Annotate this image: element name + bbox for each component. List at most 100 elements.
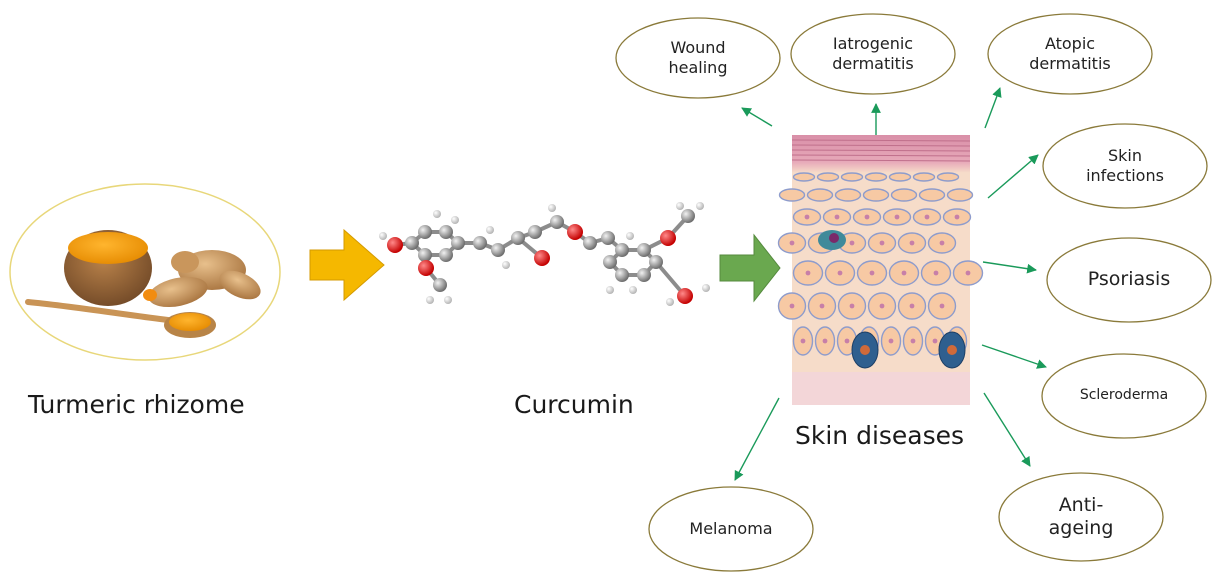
skin-cell xyxy=(888,172,912,182)
skin-cells xyxy=(777,139,984,369)
skin-cell-nucleus xyxy=(910,338,916,344)
molecule-carbon xyxy=(528,225,542,239)
connector-wound-healing xyxy=(741,107,773,127)
skin-melanocyte-nucleus xyxy=(860,345,870,355)
skin-cell-nucleus xyxy=(849,303,855,309)
skin-cell xyxy=(778,188,806,202)
connector-melanoma xyxy=(734,397,780,481)
molecule-oxygen xyxy=(567,224,583,240)
molecule-hydrogen xyxy=(702,284,710,292)
skin-cell-nucleus xyxy=(909,303,915,309)
ellipse-iatrogenic-dermatitis xyxy=(790,13,956,95)
node-iatrogenic-dermatitis: Iatrogenic dermatitis xyxy=(832,34,914,73)
skin-cell xyxy=(792,172,816,182)
connector-skin-infections xyxy=(987,154,1039,199)
molecule-carbon xyxy=(583,236,597,250)
molecule-carbon xyxy=(418,225,432,239)
molecule-carbon xyxy=(601,231,615,245)
skin-cell-nucleus xyxy=(805,270,811,276)
molecule-hydrogen xyxy=(444,296,452,304)
molecule-hydrogen xyxy=(426,296,434,304)
ellipse-atopic-dermatitis xyxy=(987,13,1153,95)
molecule-hydrogen xyxy=(626,232,634,240)
skin-cell-nucleus xyxy=(789,303,795,309)
turmeric-spoon-handle xyxy=(25,299,171,323)
ellipse-anti-ageing xyxy=(998,472,1164,562)
molecule-carbon xyxy=(615,268,629,282)
molecule-hydrogen xyxy=(486,226,494,234)
molecule-carbon xyxy=(433,278,447,292)
molecule-carbon xyxy=(603,255,617,269)
disease-ellipses xyxy=(615,13,1212,572)
skin-dermis xyxy=(792,372,970,405)
skin-cell-nucleus xyxy=(933,270,939,276)
skin-illustration xyxy=(777,135,984,405)
skin-cell-nucleus xyxy=(819,303,825,309)
skin-cell-nucleus xyxy=(954,214,960,220)
molecule-carbon xyxy=(511,231,525,245)
connector-psoriasis xyxy=(982,261,1037,274)
turmeric-root xyxy=(148,276,208,308)
skin-melanocyte-nucleus xyxy=(947,345,957,355)
skin-cell xyxy=(840,172,864,182)
connector-scleroderma xyxy=(981,344,1047,369)
node-scleroderma: Scleroderma xyxy=(1079,387,1169,404)
skin-cell-nucleus xyxy=(894,214,900,220)
label-skin-diseases: Skin diseases xyxy=(795,421,965,450)
label-turmeric-rhizome: Turmeric rhizome xyxy=(28,390,245,419)
ellipse-melanoma xyxy=(648,486,814,572)
node-melanoma: Melanoma xyxy=(689,519,773,539)
skin-cell xyxy=(946,188,974,202)
skin-cell-nucleus xyxy=(939,303,945,309)
node-psoriasis: Psoriasis xyxy=(1087,268,1171,291)
connector-anti-ageing xyxy=(983,392,1031,467)
turmeric-root-cut xyxy=(143,289,157,301)
skin-corneum-layer xyxy=(791,139,971,142)
skin-cell xyxy=(816,172,840,182)
skin-cell xyxy=(918,188,946,202)
skin-cell-nucleus xyxy=(864,214,870,220)
molecule-hydrogen xyxy=(451,216,459,224)
skin-cell-nucleus xyxy=(844,338,850,344)
connector-atopic-dermatitis xyxy=(984,87,1002,129)
skin-corneum-layer xyxy=(791,159,971,162)
molecule-hydrogen xyxy=(502,261,510,269)
molecule-oxygen xyxy=(677,288,693,304)
ellipse-wound-healing xyxy=(615,17,781,99)
skin-cell-nucleus xyxy=(879,303,885,309)
molecule-carbon xyxy=(473,236,487,250)
skin-cell-nucleus xyxy=(965,270,971,276)
ellipse-skin-infections xyxy=(1042,123,1208,209)
molecule-carbon xyxy=(451,236,465,250)
skin-cell-nucleus xyxy=(932,338,938,344)
connectors xyxy=(734,87,1047,481)
skin-cell xyxy=(890,188,918,202)
skin-cell xyxy=(862,188,890,202)
skin-dendritic-nucleus xyxy=(829,233,839,243)
skin-cell-nucleus xyxy=(837,270,843,276)
ellipse-psoriasis xyxy=(1046,237,1212,323)
molecule-hydrogen xyxy=(676,202,684,210)
skin-cell-nucleus xyxy=(909,240,915,246)
molecule-carbon xyxy=(439,225,453,239)
molecule-carbon xyxy=(418,248,432,262)
skin-cell xyxy=(806,188,834,202)
skin-cell-nucleus xyxy=(888,338,894,344)
skin-cell xyxy=(834,188,862,202)
molecule-hydrogen xyxy=(548,204,556,212)
molecule-hydrogen xyxy=(606,286,614,294)
molecule-hydrogen xyxy=(666,298,674,306)
node-atopic-dermatitis: Atopic dermatitis xyxy=(1029,34,1111,73)
turmeric-root xyxy=(171,251,199,273)
skin-corneum-layer xyxy=(791,154,971,157)
skin-cell-nucleus xyxy=(901,270,907,276)
skin-cell xyxy=(936,172,960,182)
molecule-carbon xyxy=(615,243,629,257)
molecule-carbon xyxy=(649,255,663,269)
node-skin-infections: Skin infections xyxy=(1086,146,1164,185)
skin-cell-nucleus xyxy=(869,270,875,276)
molecule-carbon xyxy=(550,215,564,229)
skin-cell-nucleus xyxy=(804,214,810,220)
molecule-oxygen xyxy=(660,230,676,246)
